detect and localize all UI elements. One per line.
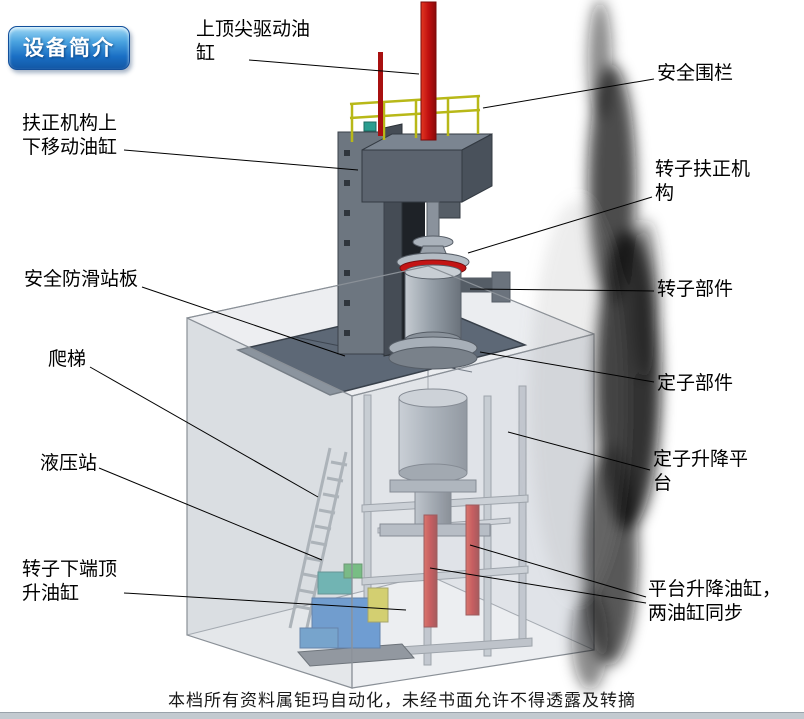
label-stator-part: 定子部件	[657, 373, 734, 394]
label-ladder: 爬梯	[48, 349, 87, 370]
safety-fence	[349, 94, 481, 142]
leader-ladder	[89, 366, 319, 498]
leader-centering-cylinder	[123, 149, 359, 171]
footer-disclaimer: 本档所有资料属钜玛自动化，未经书面允许不得透露及转摘	[168, 691, 636, 710]
leader-hydraulic-station	[98, 467, 323, 561]
label-platform-cylinders: 平台升降油缸，两油缸同步	[648, 579, 782, 624]
leader-safety-fence	[482, 78, 655, 109]
label-rotor-bottom-cylinder: 转子下端顶升油缸	[22, 559, 118, 604]
bottom-edge-strip	[0, 712, 804, 719]
label-centering-cylinder: 扶正机构上下移动油缸	[22, 113, 118, 158]
press-head	[361, 133, 493, 219]
leader-lines	[89, 59, 655, 611]
platform-lift-cylinders	[423, 504, 480, 628]
label-top-cylinder: 上顶尖驱动油缸	[196, 19, 311, 64]
label-stator-platform: 定子升降平台	[653, 449, 749, 494]
label-antislip-board: 安全防滑站板	[24, 269, 139, 290]
stator-assembly	[379, 388, 491, 537]
leader-rotor-centering	[467, 196, 653, 254]
label-safety-fence: 安全围栏	[657, 63, 734, 84]
ladder	[288, 447, 348, 633]
leader-rotor-bottom-cyl	[123, 592, 407, 611]
leader-stator-part	[479, 351, 655, 383]
ink-smudge	[530, 0, 661, 690]
title-badge-label: 设备简介	[23, 37, 115, 60]
top-drive-cylinder	[378, 1, 437, 141]
label-hydraulic-station: 液压站	[40, 453, 98, 474]
leader-stator-platform	[507, 431, 651, 471]
leader-rotor-part	[469, 288, 655, 292]
leader-platform-cyl-a	[469, 544, 647, 598]
label-rotor-part: 转子部件	[657, 279, 734, 300]
title-badge: 设备简介	[8, 26, 130, 70]
leader-antislip-board	[141, 286, 346, 357]
label-rotor-centering: 转子扶正机构	[655, 159, 751, 204]
leader-platform-cyl-b	[429, 567, 647, 604]
leader-top-cylinder	[248, 59, 420, 75]
